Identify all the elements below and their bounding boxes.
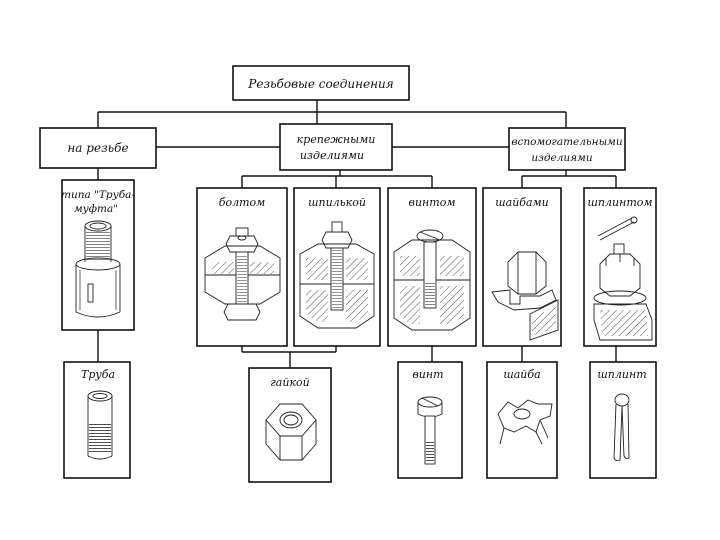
cotter-pin-joint-illustration <box>593 216 653 341</box>
screw-illustration <box>417 396 443 465</box>
node-screw-part: винт <box>397 361 463 479</box>
on-thread-label: на резьбе <box>67 141 128 155</box>
node-cotter-pin-part: шплинт <box>589 361 657 479</box>
node-cotter-pin: шплинтом <box>583 187 657 347</box>
cotter-pin-part-label: шплинт <box>597 368 646 381</box>
pipe-illustration <box>87 390 113 460</box>
root-node: Резьбовые соединения <box>232 65 410 101</box>
node-pipe-coupling: типа "Труба- муфта" <box>61 179 135 331</box>
lock-washer-illustration <box>497 399 553 445</box>
pipe-coupling-label-line1: типа "Труба- <box>61 189 135 201</box>
root-label: Резьбовые соединения <box>247 77 393 91</box>
node-screw: винтом <box>387 187 477 347</box>
node-stud: шпилькой <box>293 187 381 347</box>
node-on-thread: на резьбе <box>39 127 157 169</box>
hex-nut-illustration <box>265 403 317 461</box>
pipe-coupling-label-line2: муфта" <box>74 203 118 215</box>
screw-label: винтом <box>409 196 456 209</box>
washer-label: шайбами <box>495 196 549 209</box>
node-fasteners: крепежными изделиями <box>279 123 393 171</box>
connector-lines <box>97 100 617 368</box>
cotter-pin-label: шплинтом <box>587 196 652 209</box>
stud-joint-illustration <box>299 221 375 329</box>
lock-washer-label: шайба <box>503 368 540 381</box>
auxiliary-label-line2: изделиями <box>531 152 592 164</box>
fasteners-label-line1: крепежными <box>297 133 376 146</box>
bolt-joint-illustration <box>204 227 281 321</box>
auxiliary-label-line1: вспомогательными <box>511 136 622 148</box>
node-auxiliary: вспомогательными изделиями <box>508 127 626 171</box>
fasteners-label-line2: изделиями <box>300 149 364 162</box>
hex-nut-label: гайкой <box>270 376 309 389</box>
cotter-pin-illustration <box>613 393 630 462</box>
node-pipe: Труба <box>63 361 131 479</box>
washer-joint-illustration <box>491 251 559 341</box>
pipe-coupling-illustration <box>75 220 121 318</box>
node-bolt: болтом <box>196 187 288 347</box>
pipe-label: Труба <box>81 368 115 381</box>
stud-label: шпилькой <box>308 196 366 209</box>
node-hex-nut: гайкой <box>248 367 332 483</box>
screw-part-label: винт <box>412 368 443 381</box>
bolt-label: болтом <box>219 196 266 209</box>
node-lock-washer: шайба <box>486 361 558 479</box>
screw-joint-illustration <box>393 229 471 331</box>
node-washer: шайбами <box>482 187 562 347</box>
